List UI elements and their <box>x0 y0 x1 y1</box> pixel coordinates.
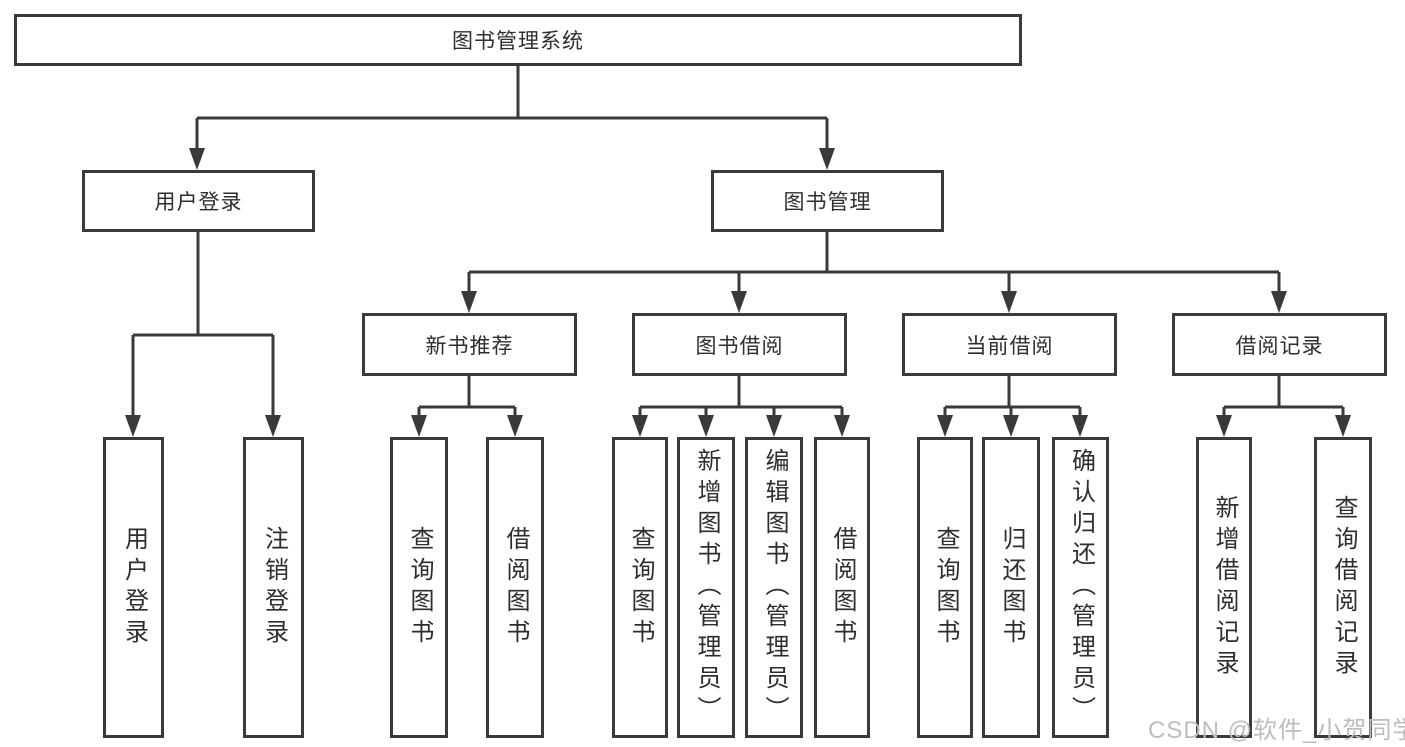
leaf-query-borrow-record: 查询借阅记录 <box>1314 437 1372 738</box>
arrowheads <box>125 148 1351 437</box>
leaf-logout-login: 注销登录 <box>243 437 304 738</box>
node-new-book-recommend: 新书推荐 <box>362 313 577 376</box>
leaf-query-books-borrow: 查询图书 <box>612 437 668 738</box>
node-library-management-system: 图书管理系统 <box>14 14 1022 66</box>
leaf-add-borrow-record: 新增借阅记录 <box>1196 437 1252 738</box>
node-book-borrow: 图书借阅 <box>632 313 847 376</box>
leaf-confirm-return-admin: 确认归还（管理员） <box>1052 437 1109 738</box>
leaf-edit-books-admin: 编辑图书（管理员） <box>745 437 803 738</box>
leaf-return-books: 归还图书 <box>982 437 1040 738</box>
node-current-borrow: 当前借阅 <box>902 313 1117 376</box>
leaf-borrow-books-recommend: 借阅图书 <box>486 437 544 738</box>
leaf-query-books-recommend: 查询图书 <box>390 437 448 738</box>
leaf-user-login: 用户登录 <box>103 437 164 738</box>
node-user-login: 用户登录 <box>82 170 315 232</box>
csdn-watermark: CSDN @软件_小贺同学 <box>1148 717 1405 744</box>
leaf-add-books-admin: 新增图书（管理员） <box>677 437 735 738</box>
leaf-borrow-books: 借阅图书 <box>814 437 870 738</box>
node-book-management: 图书管理 <box>711 170 944 232</box>
node-borrow-records: 借阅记录 <box>1172 313 1387 376</box>
leaf-query-books-current: 查询图书 <box>917 437 973 738</box>
